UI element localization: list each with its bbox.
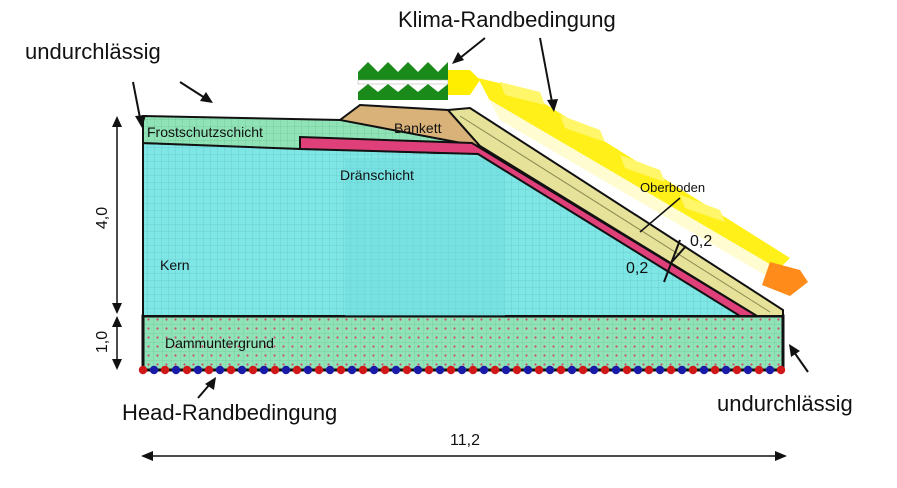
annotation-arrows <box>132 37 809 399</box>
head-boundary-dots <box>138 365 786 375</box>
oberboden-label: Oberboden <box>640 180 705 195</box>
head-boundary-dot <box>171 365 181 375</box>
head-boundary-dot <box>413 365 423 375</box>
head-boundary-dot <box>380 365 390 375</box>
head-boundary-dot <box>314 365 324 375</box>
head-boundary-dot <box>776 365 786 375</box>
thickness-label-a: 0,2 <box>690 233 712 250</box>
head-boundary-dot <box>677 365 687 375</box>
kern-label: Kern <box>160 257 190 273</box>
head-boundary-dot <box>182 365 192 375</box>
head-boundary-dot <box>226 365 236 375</box>
klima-arrows-orange <box>762 262 808 296</box>
head-boundary-dot <box>281 365 291 375</box>
head-boundary-dot <box>325 365 335 375</box>
head-boundary-dot <box>490 365 500 375</box>
head-boundary-dot <box>193 365 203 375</box>
thickness-label-b: 0,2 <box>626 260 648 277</box>
head-boundary-dot <box>512 365 522 375</box>
head-boundary-dot <box>666 365 676 375</box>
head-boundary-dot <box>611 365 621 375</box>
head-randbedingung-label: Head-Randbedingung <box>122 400 337 425</box>
head-boundary-dot <box>644 365 654 375</box>
thickness-markers <box>663 239 687 283</box>
kern-mesh-dense-zone-1 <box>345 158 505 316</box>
draenschicht-label: Dränschicht <box>340 167 414 183</box>
head-boundary-dot <box>160 365 170 375</box>
head-boundary-dot <box>138 365 148 375</box>
dim-width-label: 11,2 <box>450 432 480 449</box>
head-boundary-dot <box>336 365 346 375</box>
head-boundary-dot <box>710 365 720 375</box>
head-boundary-dot <box>468 365 478 375</box>
head-boundary-dot <box>303 365 313 375</box>
head-boundary-dot <box>699 365 709 375</box>
head-boundary-dot <box>347 365 357 375</box>
head-boundary-dot <box>545 365 555 375</box>
dim-height-core <box>112 116 122 314</box>
head-boundary-dot <box>743 365 753 375</box>
head-boundary-dot <box>391 365 401 375</box>
head-boundary-dot <box>237 365 247 375</box>
head-boundary-dot <box>655 365 665 375</box>
head-boundary-dot <box>358 365 368 375</box>
head-boundary-dot <box>204 365 214 375</box>
head-boundary-dot <box>457 365 467 375</box>
head-boundary-dot <box>765 365 775 375</box>
klima-arrows-yellow <box>448 70 790 282</box>
bankett-label: Bankett <box>394 120 442 136</box>
head-boundary-dot <box>556 365 566 375</box>
klima-arrows-green <box>357 62 449 100</box>
head-boundary-dot <box>501 365 511 375</box>
head-boundary-dot <box>149 365 159 375</box>
head-boundary-dot <box>578 365 588 375</box>
klima-randbedingung-label: Klima-Randbedingung <box>398 7 616 32</box>
head-boundary-dot <box>622 365 632 375</box>
oberboden-pointer <box>639 197 681 233</box>
head-boundary-dot <box>567 365 577 375</box>
head-boundary-dot <box>402 365 412 375</box>
dammuntergrund-label: Dammuntergrund <box>165 335 274 351</box>
oberboden-layer <box>445 106 784 317</box>
dammuntergrund-layer <box>141 314 785 372</box>
undurchlaessig-top-label: undurchlässig <box>25 39 161 64</box>
dim-height-core-label: 4,0 <box>94 207 111 229</box>
head-boundary-dot <box>435 365 445 375</box>
frostschutzschicht-label: Frostschutzschicht <box>147 124 263 140</box>
head-boundary-dot <box>369 365 379 375</box>
head-boundary-dot <box>688 365 698 375</box>
head-boundary-dot <box>721 365 731 375</box>
oberboden-inner-line <box>459 115 771 313</box>
undurchlaessig-bottom-label: undurchlässig <box>717 391 853 416</box>
head-boundary-dot <box>215 365 225 375</box>
head-boundary-dot <box>523 365 533 375</box>
head-boundary-dot <box>633 365 643 375</box>
draenschicht-layer <box>299 135 761 317</box>
head-boundary-dot <box>292 365 302 375</box>
head-boundary-dot <box>600 365 610 375</box>
head-boundary-dot <box>732 365 742 375</box>
head-boundary-dot <box>446 365 456 375</box>
head-boundary-dot <box>259 365 269 375</box>
head-boundary-dot <box>589 365 599 375</box>
head-boundary-dot <box>534 365 544 375</box>
head-boundary-dot <box>754 365 764 375</box>
dim-width <box>141 451 787 461</box>
dim-height-base-label: 1,0 <box>94 331 111 353</box>
head-boundary-dot <box>424 365 434 375</box>
head-boundary-dot <box>248 365 258 375</box>
dim-height-base <box>112 316 122 370</box>
head-boundary-dot <box>270 365 280 375</box>
head-boundary-dot <box>479 365 489 375</box>
